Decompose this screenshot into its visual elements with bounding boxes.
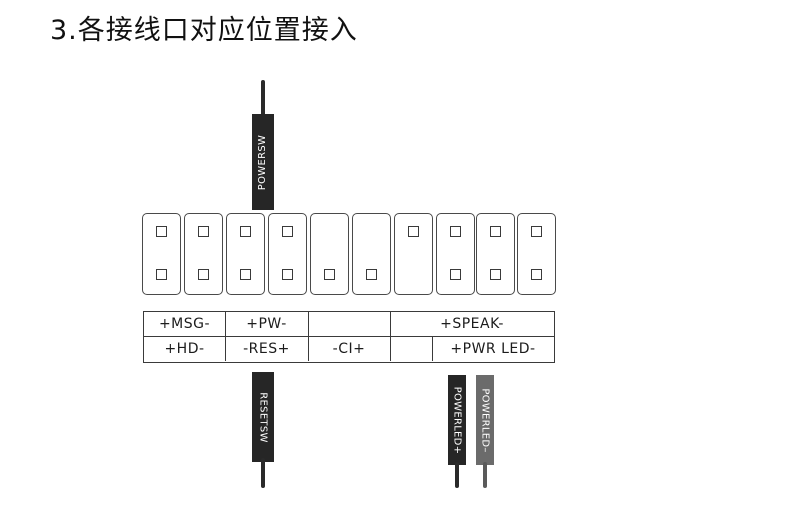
powerled-plus-wire <box>455 462 459 488</box>
pin <box>531 269 542 280</box>
resetsw-label: RESETSW <box>257 391 269 443</box>
label-speak: +SPEAK- <box>440 316 504 332</box>
pin-column-2 <box>184 213 223 295</box>
pin <box>490 226 501 237</box>
pin <box>282 269 293 280</box>
label-pwr-led: +PWR LED- <box>450 340 536 357</box>
pin-column-8 <box>436 213 475 295</box>
powersw-wire <box>261 80 265 120</box>
page-title: 3.各接线口对应位置接入 <box>50 15 358 46</box>
pin <box>450 226 461 237</box>
powersw-connector: POWERSW <box>252 114 274 210</box>
powerled-plus-label: POWERLED+ <box>451 386 463 454</box>
label-res: -RES+ <box>243 340 290 357</box>
powerled-minus-wire <box>483 462 487 488</box>
pin <box>240 269 251 280</box>
pin <box>282 226 293 237</box>
resetsw-wire <box>261 458 265 488</box>
pin <box>156 226 167 237</box>
pin <box>198 269 209 280</box>
table-divider <box>144 336 554 337</box>
powerled-minus-connector: POWERLED– <box>476 375 494 465</box>
pin <box>490 269 501 280</box>
powersw-label: POWERSW <box>257 134 269 190</box>
pin <box>408 226 419 237</box>
pin-column-3 <box>226 213 265 295</box>
pin <box>198 226 209 237</box>
pin <box>240 226 251 237</box>
pin-column-10 <box>517 213 556 295</box>
label-msg: +MSG- <box>158 316 211 332</box>
pin-column-9 <box>476 213 515 295</box>
table-divider <box>390 312 391 361</box>
pin-column-5 <box>310 213 349 295</box>
pin-column-6 <box>352 213 391 295</box>
label-hd: +HD- <box>164 340 205 357</box>
pin <box>531 226 542 237</box>
front-panel-header <box>142 213 557 295</box>
pin-column-7 <box>394 213 433 295</box>
pin-label-table: +MSG- +PW- +SPEAK- +HD- -RES+ -CI+ +PWR … <box>143 311 555 363</box>
powerled-plus-connector: POWERLED+ <box>448 375 466 465</box>
pin <box>324 269 335 280</box>
powerled-minus-label: POWERLED– <box>479 387 491 453</box>
pin-column-4 <box>268 213 307 295</box>
table-divider <box>432 336 433 361</box>
pin <box>366 269 377 280</box>
pin <box>156 269 167 280</box>
pin <box>450 269 461 280</box>
table-divider <box>308 312 309 361</box>
pin-column-1 <box>142 213 181 295</box>
label-pw: +PW- <box>246 316 287 332</box>
table-divider <box>225 312 226 361</box>
label-ci: -CI+ <box>332 340 366 357</box>
resetsw-connector: RESETSW <box>252 372 274 462</box>
